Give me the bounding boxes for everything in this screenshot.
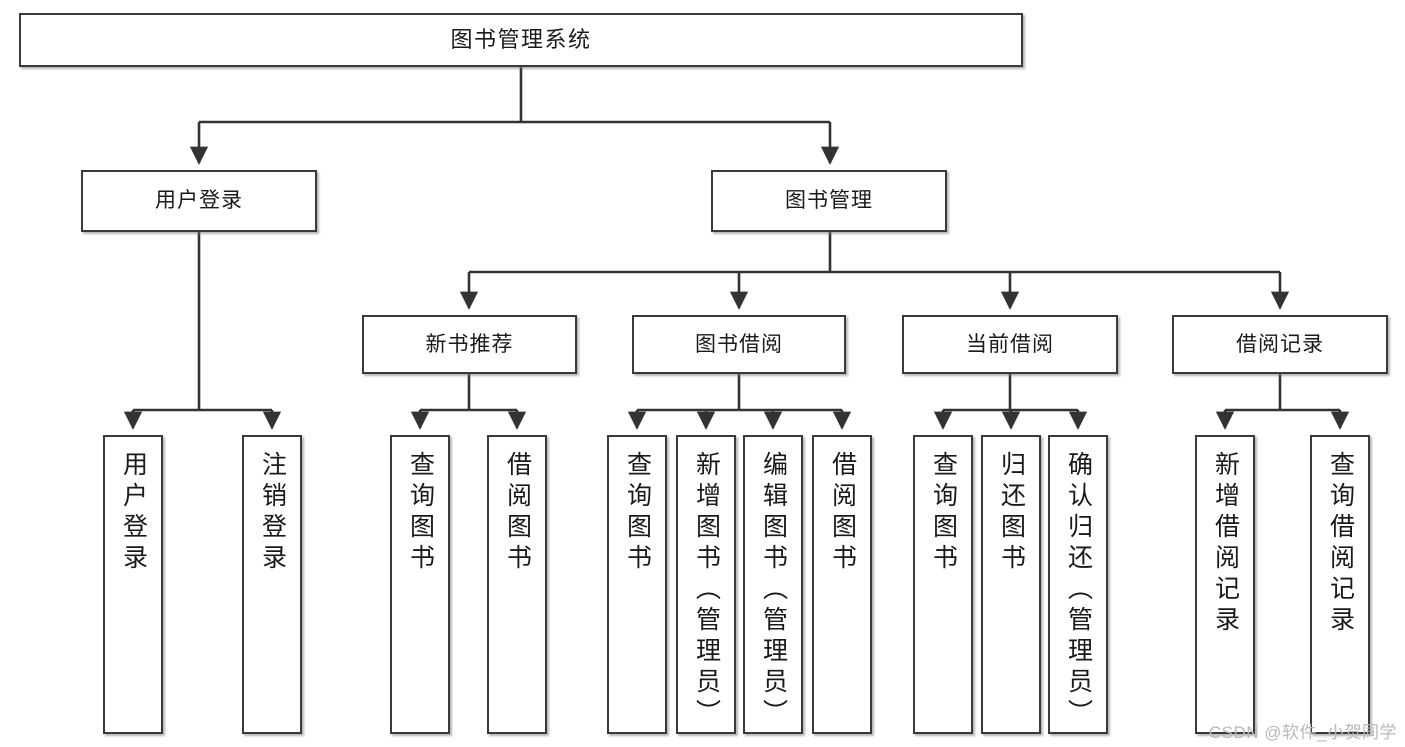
node-label-leaf-query-borrow-record: 查询借阅记录 <box>1326 451 1355 637</box>
node-leaf-query-book-1[interactable]: 查询图书 <box>390 435 450 734</box>
node-leaf-return-book[interactable]: 归还图书 <box>981 435 1041 734</box>
node-leaf-user-login[interactable]: 用户登录 <box>103 435 163 734</box>
node-label-leaf-borrow-book-1: 借阅图书 <box>503 451 532 575</box>
node-root-system[interactable]: 图书管理系统 <box>19 13 1023 67</box>
node-leaf-add-book-admin[interactable]: 新增图书（管理员） <box>676 435 736 734</box>
node-label-leaf-return-book: 归还图书 <box>997 451 1026 575</box>
node-label-leaf-borrow-book-2: 借阅图书 <box>828 451 857 575</box>
node-leaf-query-book-2[interactable]: 查询图书 <box>607 435 667 734</box>
node-leaf-edit-book-admin[interactable]: 编辑图书（管理员） <box>743 435 803 734</box>
node-borrow-record[interactable]: 借阅记录 <box>1172 315 1388 374</box>
node-label-leaf-user-login: 用户登录 <box>119 451 148 575</box>
node-current-borrow[interactable]: 当前借阅 <box>902 315 1118 374</box>
node-label-leaf-add-book-admin: 新增图书（管理员） <box>692 451 721 730</box>
node-leaf-add-borrow-record[interactable]: 新增借阅记录 <box>1195 435 1255 734</box>
node-label-leaf-confirm-return-admin: 确认归还（管理员） <box>1064 451 1093 730</box>
node-label-leaf-query-book-2: 查询图书 <box>623 451 652 575</box>
node-label-leaf-edit-book-admin: 编辑图书（管理员） <box>759 451 788 730</box>
node-book-borrow[interactable]: 图书借阅 <box>632 315 846 374</box>
node-label-leaf-add-borrow-record: 新增借阅记录 <box>1211 451 1240 637</box>
node-label-leaf-query-book-3: 查询图书 <box>929 451 958 575</box>
node-leaf-borrow-book-2[interactable]: 借阅图书 <box>812 435 872 734</box>
node-leaf-query-book-3[interactable]: 查询图书 <box>913 435 973 734</box>
node-new-book-recommend[interactable]: 新书推荐 <box>362 315 577 374</box>
node-book-manage[interactable]: 图书管理 <box>711 170 947 232</box>
node-label-leaf-query-book-1: 查询图书 <box>406 451 435 575</box>
node-label-leaf-logout-login: 注销登录 <box>258 451 287 575</box>
node-leaf-confirm-return-admin[interactable]: 确认归还（管理员） <box>1048 435 1108 734</box>
node-user-login[interactable]: 用户登录 <box>81 170 317 232</box>
node-leaf-query-borrow-record[interactable]: 查询借阅记录 <box>1310 435 1370 734</box>
node-leaf-borrow-book-1[interactable]: 借阅图书 <box>487 435 547 734</box>
node-leaf-logout-login[interactable]: 注销登录 <box>242 435 302 734</box>
